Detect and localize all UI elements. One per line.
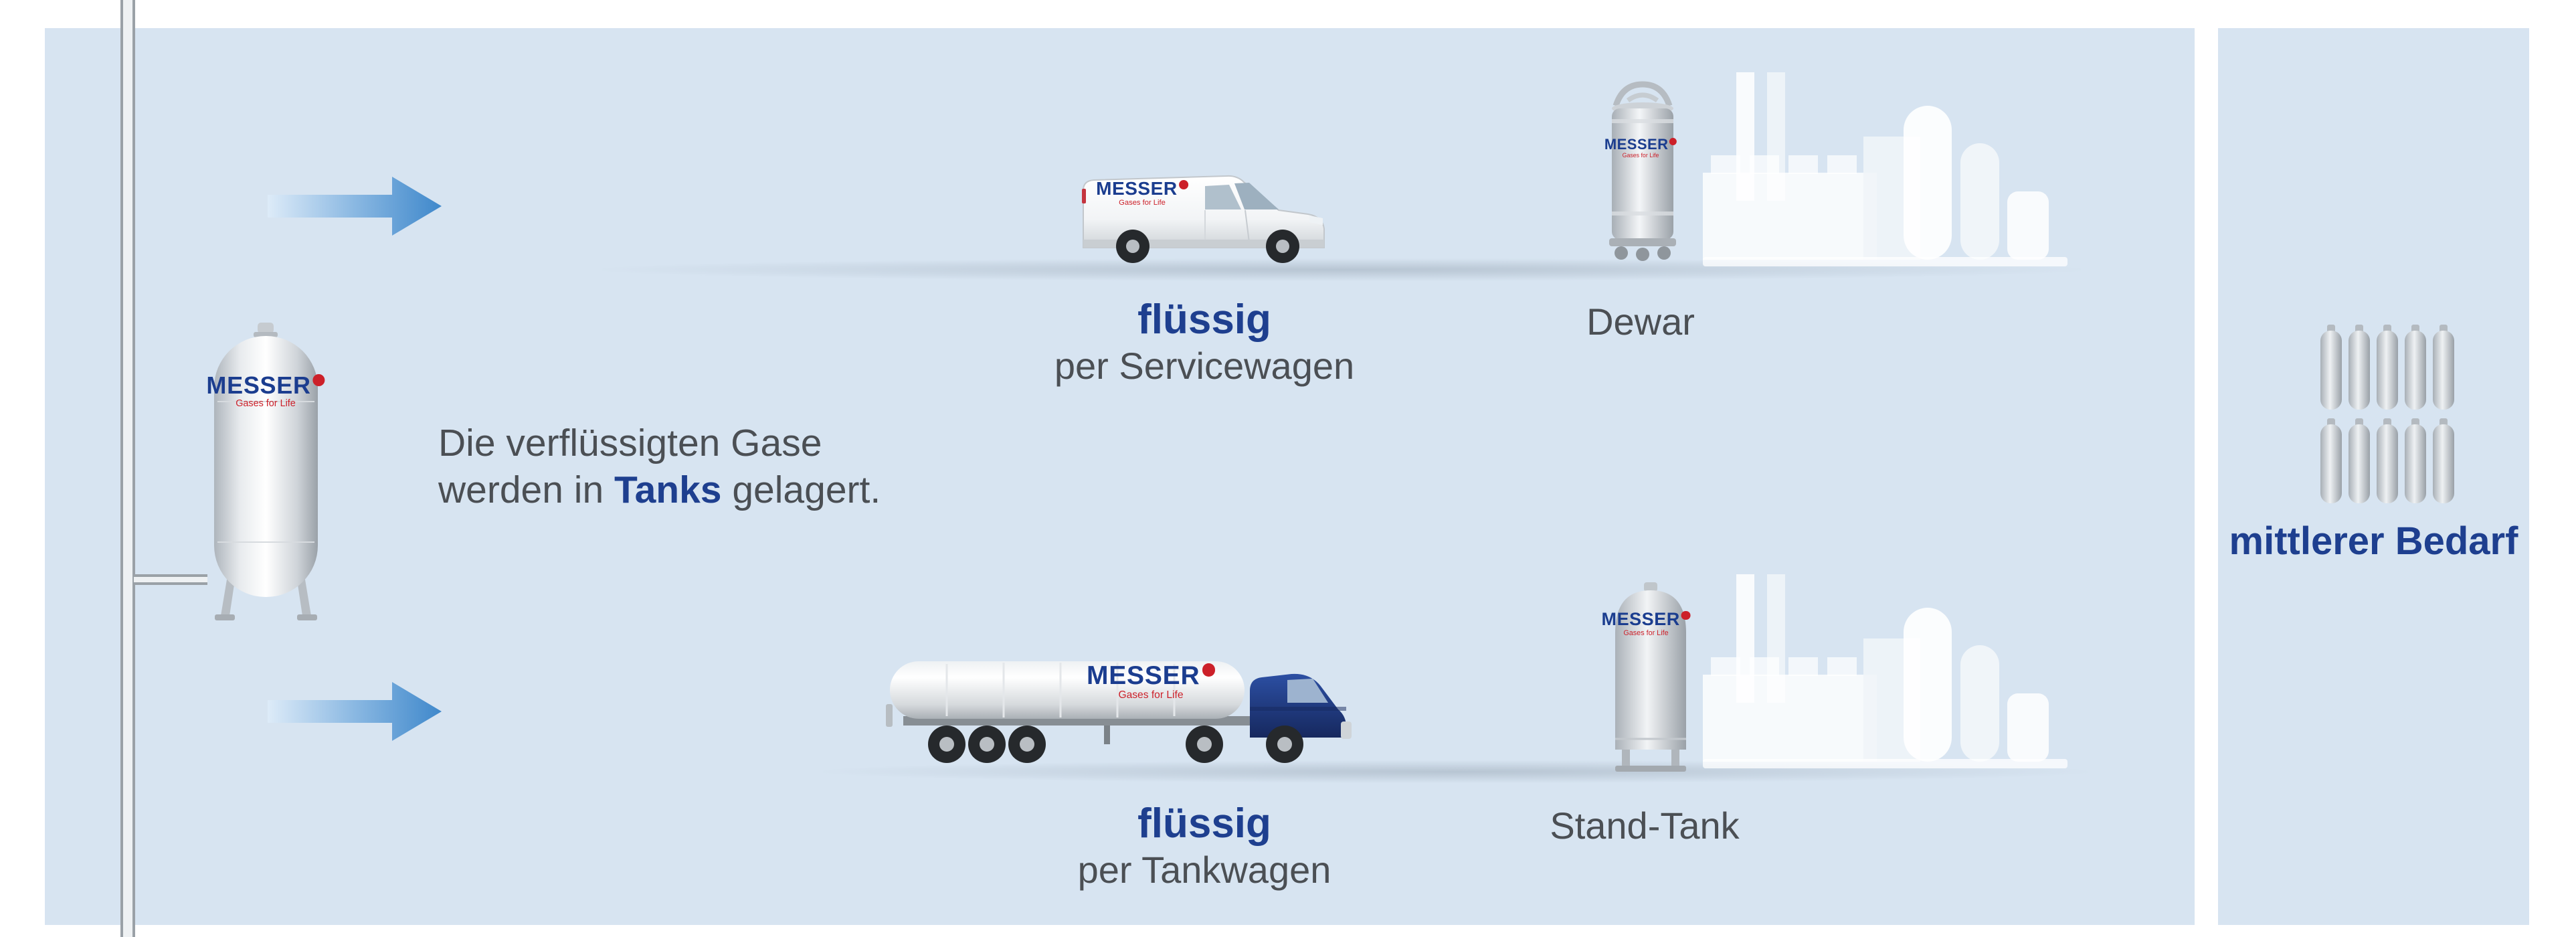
description-line2-post: gelagert. xyxy=(721,468,881,511)
factory-icon xyxy=(1703,574,2067,768)
messer-logo-tank: MESSER Gases for Life xyxy=(206,373,325,408)
brand-tagline: Gases for Life xyxy=(1118,689,1184,701)
description-line2-bold: Tanks xyxy=(614,468,722,511)
messer-badge-icon xyxy=(1669,137,1677,145)
messer-wordmark: MESSER xyxy=(1096,179,1188,198)
brand-name: MESSER xyxy=(1601,609,1680,629)
brand-tagline: Gases for Life xyxy=(236,398,296,410)
top-route-label-sub: per Servicewagen xyxy=(1054,345,1355,388)
description-text: Die verflüssigten Gase werden in Tanks g… xyxy=(438,420,881,513)
dewar-vessel-icon xyxy=(1609,81,1676,261)
messer-badge-icon xyxy=(312,374,325,387)
messer-logo-truck: MESSER Gases for Life xyxy=(1087,663,1215,701)
top-route-label-bold: flüssig xyxy=(1137,296,1271,343)
stand-tank-icon xyxy=(1615,582,1686,772)
supply-pipe-branch xyxy=(134,574,207,585)
messer-wordmark: MESSER xyxy=(1602,610,1691,628)
supply-pipe xyxy=(120,0,135,937)
top-route-label: flüssig per Servicewagen xyxy=(1030,298,1378,386)
messer-wordmark: MESSER xyxy=(1604,137,1677,152)
bottom-route-label-sub: per Tankwagen xyxy=(1077,849,1331,891)
bottom-route-label-bold: flüssig xyxy=(1137,800,1271,847)
brand-name: MESSER xyxy=(1096,178,1178,199)
messer-wordmark: MESSER xyxy=(1087,663,1215,689)
brand-tagline: Gases for Life xyxy=(1623,628,1669,637)
storage-tank-icon xyxy=(214,323,318,620)
messer-logo-van: MESSER Gases for Life xyxy=(1096,179,1188,207)
brand-name: MESSER xyxy=(1087,661,1200,690)
flow-arrow-bottom-icon xyxy=(268,682,442,741)
brand-tagline: Gases for Life xyxy=(1119,198,1166,207)
messer-badge-icon xyxy=(1681,610,1691,620)
bottom-route-label: flüssig per Tankwagen xyxy=(1030,802,1378,890)
messer-badge-icon xyxy=(1202,663,1215,677)
description-line2-pre: werden in xyxy=(438,468,614,511)
messer-logo-standtank: MESSER Gases for Life xyxy=(1602,610,1691,636)
medium-demand-label: mittlerer Bedarf xyxy=(2229,519,2518,563)
brand-tagline: Gases for Life xyxy=(1622,152,1659,159)
tanker-truck-icon xyxy=(886,661,1352,763)
messer-badge-icon xyxy=(1178,179,1188,189)
brand-name: MESSER xyxy=(206,371,311,399)
brand-name: MESSER xyxy=(1604,136,1669,153)
factory-icon xyxy=(1703,72,2067,266)
description-line2: werden in Tanks gelagert. xyxy=(438,467,881,514)
messer-logo-dewar: MESSER Gases for Life xyxy=(1604,137,1677,159)
service-van-icon xyxy=(1082,175,1325,263)
dewar-label: Dewar xyxy=(1586,301,1695,343)
description-line1: Die verflüssigten Gase xyxy=(438,422,822,464)
messer-wordmark: MESSER xyxy=(206,373,325,398)
right-panel xyxy=(2218,28,2529,925)
gas-cylinders-icon xyxy=(2320,325,2454,503)
stand-tank-label: Stand-Tank xyxy=(1550,804,1740,847)
flow-arrow-top-icon xyxy=(268,177,442,236)
